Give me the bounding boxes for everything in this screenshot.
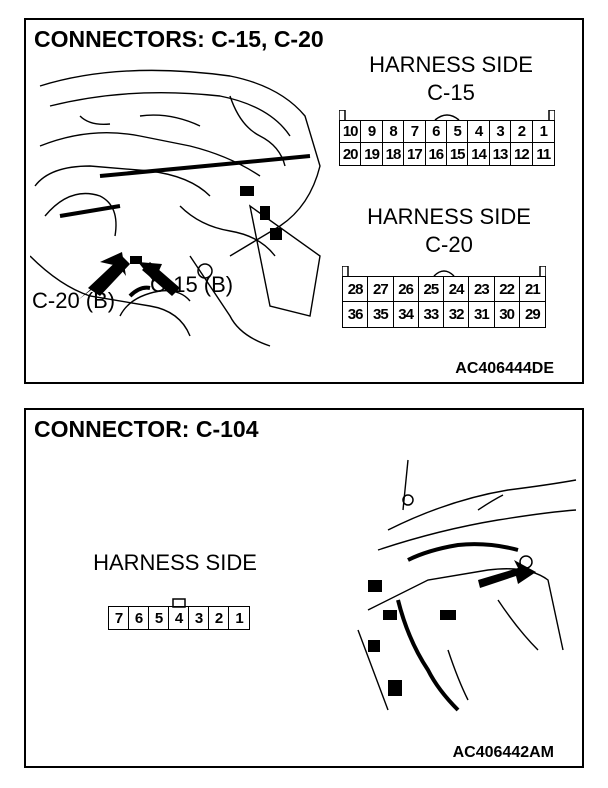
c20-pin: 23 bbox=[469, 277, 495, 302]
c20-pin: 22 bbox=[494, 277, 520, 302]
c104-pin: 5 bbox=[149, 607, 169, 629]
c104-pin: 4 bbox=[169, 607, 189, 629]
c20-pin: 31 bbox=[469, 302, 495, 327]
c15-pin: 13 bbox=[490, 143, 512, 165]
panel-title: CONNECTORS: C-15, C-20 bbox=[34, 26, 324, 52]
c20-pin: 32 bbox=[444, 302, 470, 327]
c104-pin: 1 bbox=[235, 609, 243, 627]
c15-pin: 16 bbox=[426, 143, 447, 165]
c15-pin: 9 bbox=[361, 121, 383, 143]
c20-pin: 35 bbox=[368, 302, 394, 327]
c20-pin: 26 bbox=[393, 277, 419, 302]
c20-connector-name: C-20 bbox=[425, 232, 473, 257]
c15-pin: 1 bbox=[532, 121, 554, 143]
reference-code: AC406444DE bbox=[455, 360, 554, 377]
c15-pin: 4 bbox=[468, 121, 490, 143]
c104-harness-side-label: HARNESS SIDE bbox=[93, 550, 257, 575]
c15-pin: 17 bbox=[404, 143, 426, 165]
callout-c20-b: C-20 (B) bbox=[32, 288, 116, 313]
dashboard-harness-drawing bbox=[30, 69, 321, 347]
c15-connector-name: C-15 bbox=[427, 80, 475, 105]
c15-pin: 7 bbox=[404, 121, 426, 143]
c15-pin: 12 bbox=[511, 143, 533, 165]
c15-pin: 14 bbox=[468, 143, 490, 165]
c15-pin: 15 bbox=[447, 143, 469, 165]
c20-harness-side-label: HARNESS SIDE bbox=[367, 204, 531, 229]
c20-pin: 28 bbox=[343, 277, 369, 302]
c20-pin: 34 bbox=[394, 302, 419, 327]
c20-pin: 21 bbox=[519, 277, 545, 302]
connectors-c15-c20-panel: CONNECTORS: C-15, C-20 bbox=[24, 18, 584, 384]
c15-pin: 2 bbox=[511, 121, 533, 143]
panel-title: CONNECTOR: C-104 bbox=[34, 416, 259, 442]
c20-pin: 36 bbox=[343, 302, 369, 327]
c104-pin: 6 bbox=[129, 607, 149, 629]
c20-lock-tab bbox=[342, 266, 546, 277]
c104-lock-tab bbox=[172, 598, 186, 608]
c20-pin: 33 bbox=[419, 302, 444, 327]
c20-pin: 25 bbox=[418, 277, 444, 302]
c15-pin: 8 bbox=[382, 121, 405, 143]
callout-c15-b: C-15 (B) bbox=[150, 272, 234, 297]
c20-pin: 24 bbox=[444, 277, 470, 302]
c20-pin: 29 bbox=[525, 306, 541, 323]
c15-lock-tab bbox=[339, 110, 555, 121]
c104-pin: 2 bbox=[209, 607, 229, 629]
c15-pin: 11 bbox=[536, 145, 551, 163]
c15-pin: 6 bbox=[425, 121, 447, 143]
c104-pin: 7 bbox=[109, 607, 129, 629]
c15-pin: 19 bbox=[361, 143, 383, 165]
reference-code: AC406442AM bbox=[452, 744, 554, 761]
c104-pin: 3 bbox=[189, 607, 209, 629]
c15-pin: 18 bbox=[383, 143, 405, 165]
c15-pin: 20 bbox=[340, 143, 362, 165]
c15-pin: 10 bbox=[340, 121, 362, 143]
c20-pin: 30 bbox=[495, 302, 520, 327]
c15-harness-side-label: HARNESS SIDE bbox=[369, 52, 533, 77]
c20-pin: 27 bbox=[368, 277, 394, 302]
c15-pin: 3 bbox=[489, 121, 512, 143]
c15-pin: 5 bbox=[446, 121, 469, 143]
c104-location-drawing bbox=[357, 459, 577, 712]
